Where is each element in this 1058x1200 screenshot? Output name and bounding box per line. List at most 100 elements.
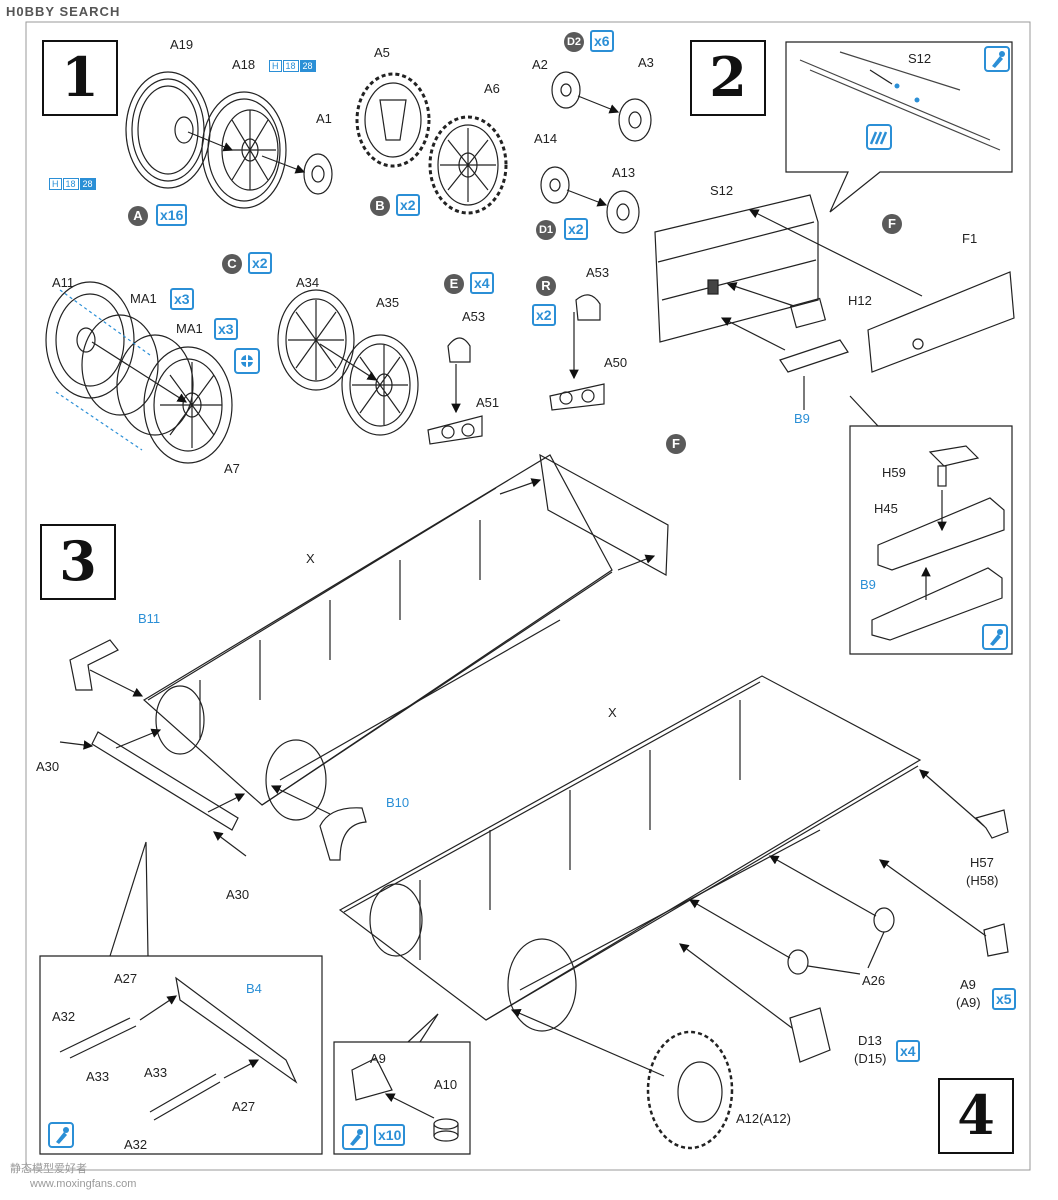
part-label-a9-alt: (A9) (956, 995, 981, 1010)
b11-art (69, 639, 119, 691)
a13-art (606, 190, 640, 234)
sub-assembly-f-badge-3: F (666, 434, 686, 454)
a9-a10-callout (333, 1041, 471, 1155)
multiplier-r: x2 (532, 304, 556, 326)
step-number-3: 3 (40, 524, 116, 600)
h57-art (974, 809, 1009, 839)
part-label-d13: D13 (858, 1033, 882, 1048)
multiplier-a10: x10 (374, 1124, 406, 1146)
page-frame (25, 21, 1031, 1171)
part-label-a32-2: A32 (124, 1137, 148, 1152)
part-label-b11: B11 (138, 611, 161, 626)
part-label-b9-detail: B9 (860, 577, 876, 592)
step-number-4: 4 (938, 1078, 1014, 1154)
h45-art (877, 497, 1005, 571)
glue-icon-2 (982, 624, 1008, 650)
sub-assembly-r-badge: R (536, 276, 556, 296)
part-label-a27-1: A27 (114, 971, 138, 986)
part-label-a34: A34 (296, 275, 320, 290)
sub-assembly-a-badge: A (128, 206, 148, 226)
a2-art (551, 71, 581, 109)
a53-art-2 (575, 294, 601, 321)
part-label-a53-e: A53 (462, 309, 486, 324)
step-number-1: 1 (42, 40, 118, 116)
multiplier-ma1-2: x3 (214, 318, 238, 340)
a9-art (983, 923, 1009, 957)
h12-art (789, 297, 827, 329)
step-number-2: 2 (690, 40, 766, 116)
ma1-band-2 (116, 334, 194, 436)
part-label-a3: A3 (638, 55, 654, 70)
part-label-a30-2: A30 (226, 887, 250, 902)
rotate-icon (234, 348, 260, 374)
sub-assembly-e-badge: E (444, 274, 464, 294)
sub-assembly-b-badge: B (370, 196, 390, 216)
a18-wheel-art (201, 91, 287, 209)
multiplier-ma1-1: x3 (170, 288, 194, 310)
part-label-a26: A26 (862, 973, 886, 988)
hull-x-art-top (142, 454, 613, 821)
part-label-a19: A19 (170, 37, 194, 52)
step2-callout (785, 41, 1013, 213)
d13-art (789, 1007, 831, 1063)
a51-art (427, 415, 483, 445)
part-label-a13: A13 (612, 165, 636, 180)
b4-art (175, 976, 298, 1084)
a35-wheel-art (341, 334, 419, 436)
a11-wheel-art (45, 281, 135, 399)
part-label-s12-detail: S12 (908, 51, 932, 66)
f1-plate-art (867, 271, 1015, 373)
multiplier-d13: x4 (896, 1040, 920, 1062)
glue-icon-4 (342, 1124, 368, 1150)
f-plate-art (539, 453, 669, 576)
part-label-ma1-2: MA1 (176, 321, 203, 336)
part-label-h59: H59 (882, 465, 906, 480)
part-label-a51: A51 (476, 395, 500, 410)
a7-wheel-art (143, 346, 233, 464)
multiplier-b: x2 (396, 194, 420, 216)
part-label-a2: A2 (532, 57, 548, 72)
b9-detail-art (871, 567, 1003, 641)
part-label-x-top: X (306, 551, 315, 566)
part-label-a11: A11 (52, 275, 75, 290)
a30-bar-art (91, 731, 239, 831)
part-label-a10: A10 (434, 1077, 458, 1092)
h59-art (928, 445, 980, 467)
multiplier-d2: x6 (590, 30, 614, 52)
ma1-band-1 (81, 314, 159, 416)
part-label-a6: A6 (484, 81, 500, 96)
b10-art (319, 807, 367, 861)
multiplier-d1: x2 (564, 218, 588, 240)
a26-art-2 (787, 949, 809, 975)
part-label-a5: A5 (374, 45, 390, 60)
sub-assembly-c-badge: C (222, 254, 242, 274)
b9-art (779, 339, 849, 373)
a12-hub-art (646, 1030, 734, 1150)
part-label-h12: H12 (848, 293, 872, 308)
part-label-a33-1: A33 (86, 1069, 110, 1084)
part-label-a27-2: A27 (232, 1099, 256, 1114)
glue-icon-3 (48, 1122, 74, 1148)
part-label-d15: (D15) (854, 1051, 887, 1066)
a3-art (618, 98, 652, 142)
a5-sprocket-art (355, 72, 431, 168)
a6-sprocket-art (428, 115, 508, 215)
a53-art-1 (447, 337, 471, 363)
site-logo: H0BBY SEARCH (6, 4, 121, 19)
part-label-a12: A12(A12) (736, 1111, 791, 1126)
multiplier-c: x2 (248, 252, 272, 274)
a14-art (540, 166, 570, 204)
part-label-x-bottom: X (608, 705, 617, 720)
s12-plate-art (654, 194, 819, 343)
sub-assembly-d2-badge: D2 (564, 32, 584, 52)
part-label-a50: A50 (604, 355, 628, 370)
part-label-a32-1: A32 (52, 1009, 76, 1024)
a19-wheel-art (125, 71, 211, 189)
part-label-a9-detail: A9 (370, 1051, 386, 1066)
tow-detail-callout (39, 955, 323, 1155)
part-label-h57: H57 (970, 855, 994, 870)
part-label-a33-2: A33 (144, 1065, 168, 1080)
